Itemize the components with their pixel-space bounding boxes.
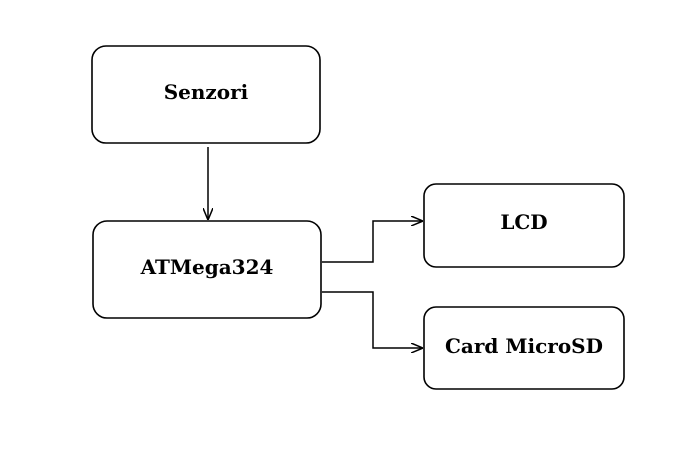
node-senzori-label: Senzori <box>164 80 249 104</box>
node-mcu-box <box>92 220 322 319</box>
node-lcd-box <box>423 183 625 268</box>
node-sd: Card MicroSD <box>423 306 625 390</box>
node-mcu-label: ATMega324 <box>140 255 274 279</box>
node-senzori-box <box>91 45 321 144</box>
node-lcd-label: LCD <box>500 210 547 234</box>
edge-mcu-to-sd <box>322 291 422 348</box>
node-sd-box <box>423 306 625 390</box>
node-senzori: Senzori <box>91 45 321 144</box>
node-lcd: LCD <box>423 183 625 268</box>
node-mcu: ATMega324 <box>92 220 322 319</box>
node-sd-label: Card MicroSD <box>445 334 603 358</box>
edge-mcu-to-lcd <box>322 221 422 263</box>
